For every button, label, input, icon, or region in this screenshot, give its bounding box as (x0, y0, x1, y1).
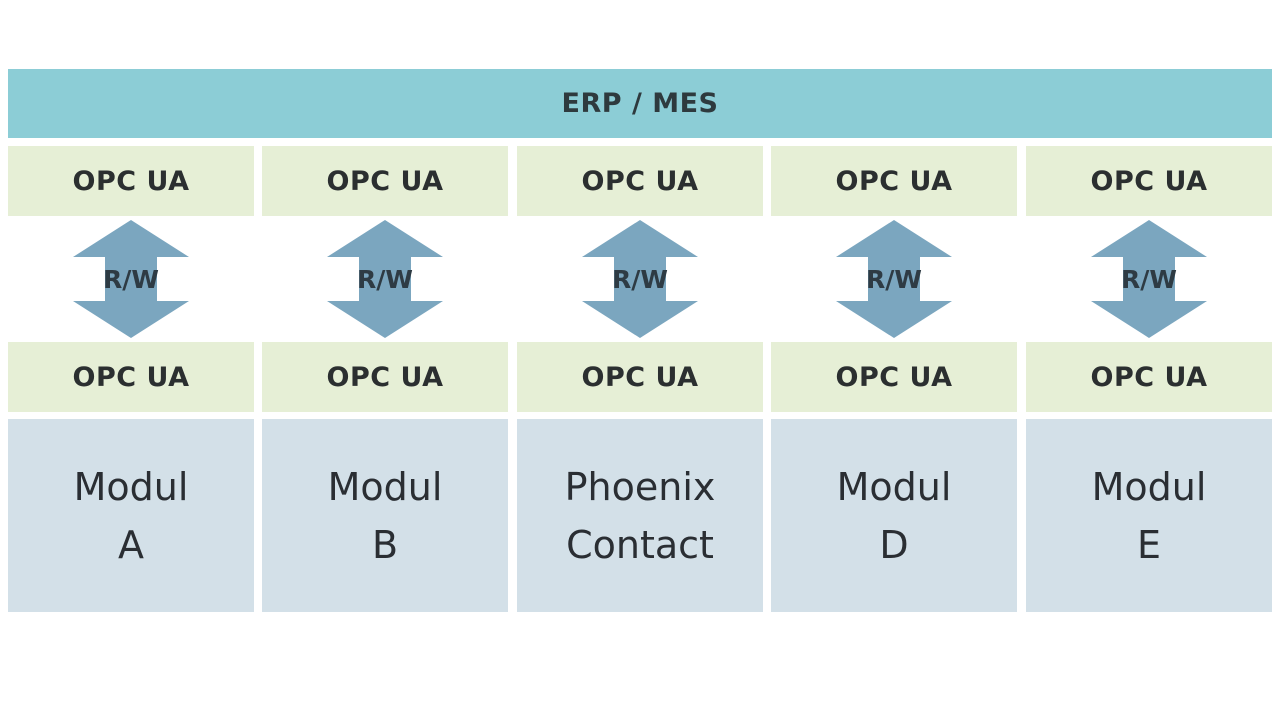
module-name-line2: Contact (566, 522, 714, 567)
opc-ua-top-label: OPC UA (326, 165, 444, 197)
module-box: Modul E (1026, 419, 1272, 612)
module-box: Modul B (262, 419, 508, 612)
arrow-label: R/W (1121, 264, 1177, 294)
arrow-label: R/W (103, 264, 159, 294)
opc-ua-bottom-box: OPC UA (517, 342, 763, 412)
column-1: OPC UA R/W OPC UA Modul A (8, 146, 254, 612)
module-columns: OPC UA R/W OPC UA Modul A OPC UA (8, 146, 1272, 612)
opc-ua-top-label: OPC UA (835, 165, 953, 197)
erp-mes-label: ERP / MES (561, 88, 719, 119)
module-name-line2: A (118, 522, 144, 567)
read-write-double-arrow-icon: R/W (834, 220, 954, 338)
module-name-line1: Phoenix (564, 464, 716, 509)
module-box: Phoenix Contact (517, 419, 763, 612)
opc-ua-bottom-box: OPC UA (1026, 342, 1272, 412)
column-5: OPC UA R/W OPC UA Modul E (1026, 146, 1272, 612)
module-name-line1: Modul (327, 464, 443, 509)
module-box: Modul A (8, 419, 254, 612)
module-name-line1: Modul (836, 464, 952, 509)
read-write-double-arrow-icon: R/W (1089, 220, 1209, 338)
opc-ua-top-box: OPC UA (1026, 146, 1272, 216)
opc-ua-top-box: OPC UA (771, 146, 1017, 216)
opc-ua-bottom-label: OPC UA (72, 361, 190, 393)
module-name-line2: D (879, 522, 909, 567)
column-2: OPC UA R/W OPC UA Modul B (262, 146, 508, 612)
opc-ua-top-label: OPC UA (1090, 165, 1208, 197)
opc-ua-top-box: OPC UA (517, 146, 763, 216)
read-write-double-arrow-icon: R/W (325, 220, 445, 338)
arrow-label: R/W (357, 264, 413, 294)
module-name-line2: B (371, 522, 399, 567)
column-4: OPC UA R/W OPC UA Modul D (771, 146, 1017, 612)
module-box: Modul D (771, 419, 1017, 612)
opc-ua-bottom-box: OPC UA (262, 342, 508, 412)
opc-ua-top-box: OPC UA (262, 146, 508, 216)
opc-ua-bottom-label: OPC UA (835, 361, 953, 393)
arrow-label: R/W (612, 264, 668, 294)
read-write-double-arrow-icon: R/W (580, 220, 700, 338)
opc-ua-top-box: OPC UA (8, 146, 254, 216)
opc-ua-bottom-box: OPC UA (8, 342, 254, 412)
opc-ua-top-label: OPC UA (72, 165, 190, 197)
arrow-label: R/W (866, 264, 922, 294)
erp-mes-bar: ERP / MES (8, 69, 1272, 138)
opc-ua-top-label: OPC UA (581, 165, 699, 197)
module-name-line1: Modul (1091, 464, 1207, 509)
module-name-line2: E (1136, 522, 1161, 567)
module-name-line1: Modul (73, 464, 189, 509)
opc-ua-bottom-label: OPC UA (1090, 361, 1208, 393)
read-write-double-arrow-icon: R/W (71, 220, 191, 338)
column-3: OPC UA R/W OPC UA Phoenix Contact (517, 146, 763, 612)
opc-ua-bottom-label: OPC UA (581, 361, 699, 393)
opc-ua-bottom-box: OPC UA (771, 342, 1017, 412)
opc-ua-bottom-label: OPC UA (326, 361, 444, 393)
